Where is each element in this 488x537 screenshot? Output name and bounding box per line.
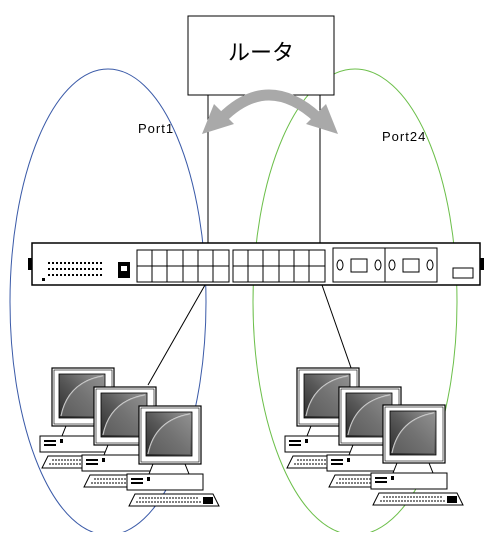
pc-group-right: [284, 367, 464, 506]
uplink-modules: [332, 247, 474, 283]
router-label: ルータ: [228, 40, 294, 65]
cable-switch-right-pc: [321, 284, 357, 383]
pc-icon: [126, 405, 220, 507]
port24-label: Port24: [382, 129, 426, 144]
port-group-2: [232, 249, 326, 283]
pc-group-left: [39, 367, 220, 507]
switch-led-panel: [42, 262, 102, 281]
pc-icon: [370, 404, 464, 506]
switch: [28, 242, 484, 286]
router: ルータ: [187, 15, 335, 96]
port-group-1: [136, 249, 230, 283]
cable-switch-left-pc: [147, 284, 206, 386]
switch-arrow-icon: [202, 89, 338, 134]
port1-label: Port1: [138, 121, 174, 136]
